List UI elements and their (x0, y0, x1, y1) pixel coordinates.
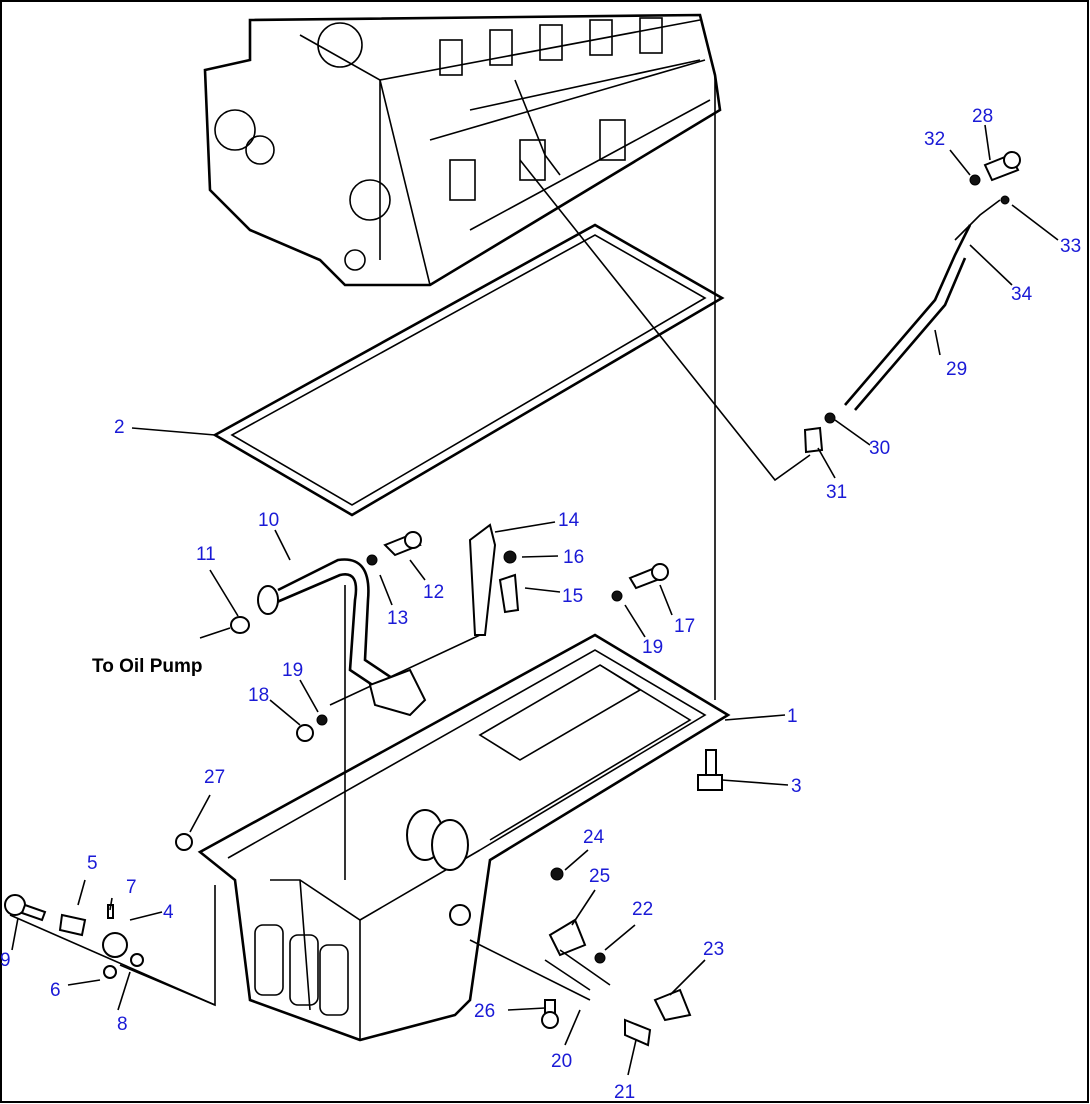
callout-30: 30 (869, 438, 890, 459)
callout-18: 18 (248, 685, 269, 706)
callout-24: 24 (583, 827, 605, 848)
callout-11: 11 (196, 544, 216, 565)
callout-25: 25 (589, 866, 610, 887)
callout-26: 26 (474, 1001, 495, 1022)
leader-lines (11, 124, 1059, 1076)
callout-7: 7 (126, 877, 137, 898)
callout-10: 10 (258, 510, 279, 531)
callout-20: 20 (551, 1051, 572, 1072)
callout-34: 34 (1011, 284, 1033, 305)
dipstick (803, 151, 1021, 454)
callout-27: 27 (204, 767, 225, 788)
callout-14: 14 (558, 510, 580, 531)
bracket (468, 523, 520, 636)
callout-3: 3 (791, 776, 802, 797)
callout-4: 4 (163, 902, 174, 923)
callout-16: 16 (563, 547, 584, 568)
alignment-lines (119, 75, 811, 1007)
callout-1: 1 (787, 706, 798, 727)
callout-31: 31 (826, 482, 847, 503)
bolts (4, 531, 723, 1047)
callout-22: 22 (632, 899, 653, 920)
oil-pipe (199, 558, 427, 717)
callout-17: 17 (674, 616, 695, 637)
callout-19a: 19 (282, 660, 303, 681)
callout-12: 12 (423, 582, 444, 603)
callout-9: 9 (0, 950, 11, 971)
gasket (212, 223, 725, 517)
callout-19b: 19 (642, 637, 663, 658)
oil-pan (197, 633, 731, 1042)
callout-23: 23 (703, 939, 724, 960)
callout-8: 8 (117, 1014, 128, 1035)
callout-29: 29 (946, 359, 967, 380)
callout-5: 5 (87, 853, 98, 874)
engine-block (203, 13, 722, 287)
callout-28: 28 (972, 106, 993, 127)
callout-33: 33 (1060, 236, 1081, 257)
callout-21: 21 (614, 1082, 635, 1103)
callout-6: 6 (50, 980, 61, 1001)
callout-32: 32 (924, 129, 945, 150)
callout-13: 13 (387, 608, 408, 629)
callout-15: 15 (562, 586, 583, 607)
caption-to-oil-pump: To Oil Pump (92, 656, 202, 677)
callouts: 1 2 3 4 5 6 7 8 9 10 11 12 13 14 15 16 1… (0, 106, 1081, 1103)
callout-2: 2 (114, 417, 125, 438)
